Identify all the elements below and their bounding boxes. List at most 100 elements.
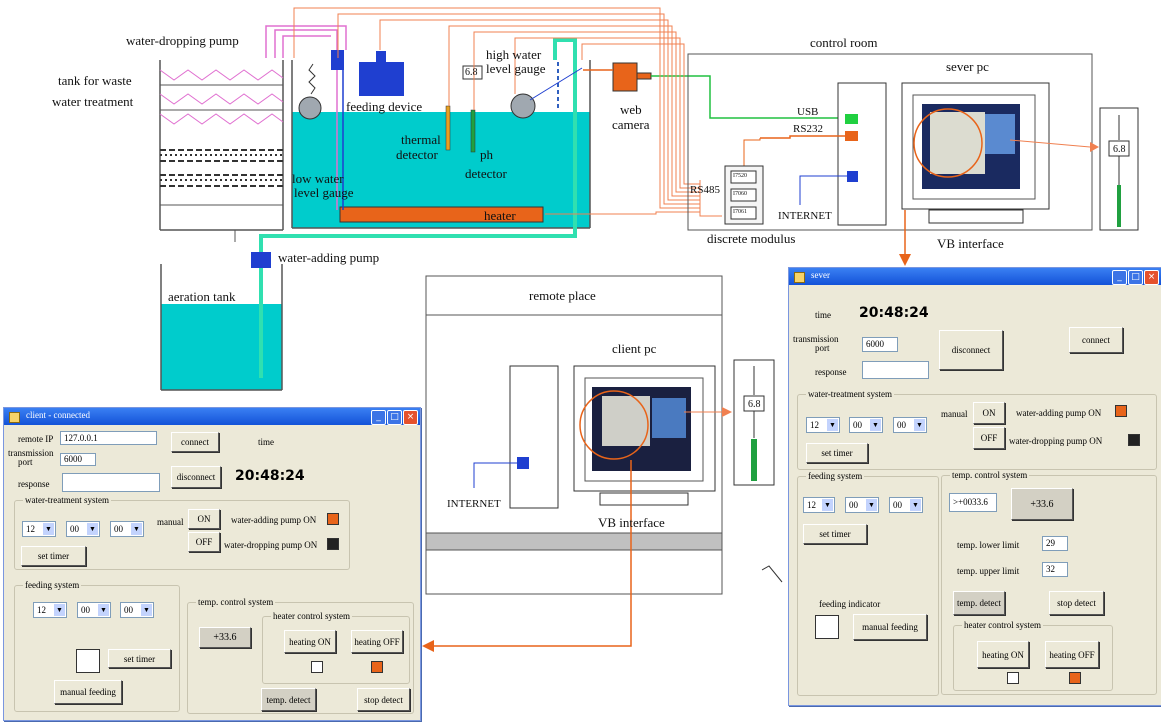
web-camera-label-1: web: [620, 103, 642, 117]
high-water-label-2: level gauge: [486, 62, 546, 76]
feed-hour-select[interactable]: 12▼: [33, 602, 67, 618]
feeding-group-title: feeding system: [806, 471, 864, 481]
raw-reading-input[interactable]: >+0033.6: [949, 493, 997, 512]
port-label: port: [815, 343, 830, 353]
minimize-icon[interactable]: _: [371, 410, 386, 425]
feed-second-select[interactable]: 00▼: [120, 602, 154, 618]
port-input[interactable]: 6000: [862, 337, 898, 352]
temp-control-group-title: temp. control system: [950, 470, 1029, 480]
response-input[interactable]: [862, 361, 929, 379]
heating-off-button[interactable]: heating OFF: [351, 630, 403, 653]
hour-select[interactable]: 12▼: [22, 521, 56, 537]
heater-control-group-title: heater control system: [962, 620, 1043, 630]
client-window: client - connected _ □ × remote IP 127.0…: [3, 407, 421, 721]
temp-detect-button[interactable]: temp. detect: [953, 591, 1005, 615]
set-timer-button[interactable]: set timer: [806, 443, 868, 463]
ph-detector-label-1: ph: [480, 148, 493, 162]
minimize-icon[interactable]: _: [1112, 270, 1127, 285]
heating-on-button[interactable]: heating ON: [284, 630, 336, 653]
off-button[interactable]: OFF: [188, 532, 220, 552]
aeration-tank: [161, 264, 282, 390]
chevron-down-icon: ▼: [866, 499, 877, 511]
connect-button[interactable]: connect: [1069, 327, 1123, 353]
internet-server-label: INTERNET: [778, 209, 832, 223]
hour-select[interactable]: 12▼: [806, 417, 840, 433]
feed-minute-select[interactable]: 00▼: [845, 497, 879, 513]
chevron-down-icon: ▼: [131, 523, 142, 535]
water-dropping-pump-label: water-dropping pump: [126, 34, 239, 48]
temp-control-group-title: temp. control system: [196, 597, 275, 607]
app-icon: [9, 412, 20, 423]
water-adding-pump-on-label: water-adding pump ON: [1016, 408, 1101, 418]
minute-select[interactable]: 00▼: [66, 521, 100, 537]
adding-pump-indicator: [1115, 405, 1127, 417]
feed-minute-select[interactable]: 00▼: [77, 602, 111, 618]
heating-on-indicator: [311, 661, 323, 673]
tank-for-waste-label: tank for waste: [58, 74, 132, 88]
low-water-label-2: level gauge: [294, 186, 354, 200]
maximize-icon[interactable]: □: [1128, 270, 1143, 285]
stop-detect-button[interactable]: stop detect: [357, 688, 410, 711]
maximize-icon[interactable]: □: [387, 410, 402, 425]
feed-set-timer-button[interactable]: set timer: [108, 649, 171, 668]
feed-set-timer-button[interactable]: set timer: [803, 524, 867, 544]
high-water-label-1: high water: [486, 48, 541, 62]
web-camera-label-2: camera: [612, 118, 650, 132]
minute-select[interactable]: 00▼: [849, 417, 883, 433]
feed-hour-select[interactable]: 12▼: [803, 497, 835, 513]
off-button[interactable]: OFF: [973, 427, 1005, 449]
thermal-detector-label-2: detector: [396, 148, 438, 162]
water-dropping-pump-on-label: water-dropping pump ON: [224, 540, 317, 550]
chevron-down-icon: ▼: [98, 604, 109, 616]
water-treatment-group-title: water-treatment system: [23, 495, 111, 505]
dropping-pump-indicator: [327, 538, 339, 550]
waste-water-tank: [160, 60, 283, 242]
client-gauge-value: 6.8: [748, 398, 761, 412]
port-label: port: [18, 457, 33, 467]
lower-limit-input[interactable]: 29: [1042, 536, 1068, 551]
low-water-label-1: low water: [292, 172, 344, 186]
response-input[interactable]: [62, 473, 160, 492]
connect-button[interactable]: connect: [171, 432, 219, 452]
heating-off-indicator: [1069, 672, 1081, 684]
rs485-label: RS485: [690, 183, 720, 197]
manual-label: manual: [157, 517, 184, 527]
on-button[interactable]: ON: [188, 509, 220, 529]
second-select[interactable]: 00▼: [893, 417, 927, 433]
temp-detect-button[interactable]: temp. detect: [261, 688, 316, 711]
chevron-down-icon: ▼: [870, 419, 881, 431]
feed-second-select[interactable]: 00▼: [889, 497, 923, 513]
sever-pc-label: sever pc: [946, 60, 989, 74]
app-icon: [794, 272, 805, 283]
disconnect-button[interactable]: disconnect: [939, 330, 1003, 370]
time-label: time: [258, 437, 274, 447]
second-select[interactable]: 00▼: [110, 521, 144, 537]
upper-limit-input[interactable]: 32: [1042, 562, 1068, 577]
set-timer-button[interactable]: set timer: [21, 546, 86, 566]
feeding-indicator-label: feeding indicator: [819, 599, 880, 609]
server-titlebar: sever _ □ ×: [789, 268, 1161, 285]
close-icon[interactable]: ×: [403, 410, 418, 425]
manual-feeding-button[interactable]: manual feeding: [54, 680, 122, 704]
remote-ip-input[interactable]: 127.0.0.1: [60, 431, 157, 445]
manual-label: manual: [941, 409, 968, 419]
heating-off-indicator: [371, 661, 383, 673]
dropping-pump-indicator: [1128, 434, 1140, 446]
client-pc-label: client pc: [612, 342, 656, 356]
chevron-down-icon: ▼: [87, 523, 98, 535]
port-input[interactable]: 6000: [60, 453, 96, 466]
aeration-tank-label: aeration tank: [168, 290, 236, 304]
feeding-indicator-box: [76, 649, 100, 673]
on-button[interactable]: ON: [973, 402, 1005, 424]
manual-feeding-button[interactable]: manual feeding: [853, 614, 927, 640]
stop-detect-button[interactable]: stop detect: [1049, 591, 1104, 615]
heating-on-button[interactable]: heating ON: [977, 641, 1029, 668]
disconnect-button[interactable]: disconnect: [171, 466, 221, 488]
module-3-label: I7061: [733, 209, 747, 216]
heating-off-button[interactable]: heating OFF: [1045, 641, 1099, 668]
water-dropping-pump-on-label: water-dropping pump ON: [1009, 436, 1102, 446]
server-gauge-value: 6.8: [1113, 143, 1126, 157]
module-1-label: I7520: [733, 173, 747, 180]
close-icon[interactable]: ×: [1144, 270, 1159, 285]
temp-reading: +33.6: [1011, 488, 1073, 520]
